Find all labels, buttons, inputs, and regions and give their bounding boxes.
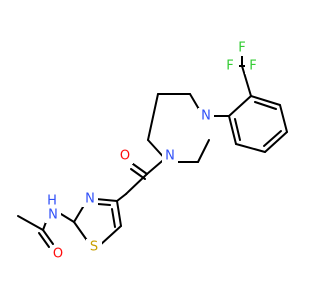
bond-benz-5	[228, 115, 237, 145]
bond-carbonyl-o1	[132, 163, 148, 175]
amide-hydrogen-label: H	[47, 194, 57, 209]
bond-cf3-ring	[241, 65, 252, 97]
bond-acyl-methyl	[17, 215, 44, 231]
bond-thz-1	[95, 198, 118, 202]
bond-pip-3	[147, 93, 159, 141]
bond-benz-d2	[263, 130, 282, 147]
thiazole-nitrogen-label: N	[85, 192, 95, 207]
bond-acyl-o2	[38, 232, 50, 248]
thiazole-sulfur-label: S	[90, 240, 98, 255]
bond-benz-4	[235, 143, 266, 153]
bond-thz-d2	[111, 208, 116, 228]
amide-nitrogen-label: N	[48, 208, 58, 223]
bond-benz-d3	[234, 118, 241, 141]
fluorine-label: F	[249, 59, 256, 74]
bond-carbonyl-ch2	[125, 173, 148, 195]
bond-benz-2	[279, 104, 288, 133]
molecule-structure: F F F N N O N S H N O	[17, 40, 288, 262]
bond-benz-1	[250, 95, 281, 106]
bond-pip-6	[197, 139, 210, 163]
bond-benz-d1	[254, 101, 277, 110]
bond-benz-3	[264, 131, 288, 153]
bond-thz-5	[116, 200, 122, 227]
piperazine-nitrogen-label: N	[165, 149, 175, 164]
bond-thz-4	[98, 225, 122, 247]
bond-thz-d1	[97, 203, 111, 206]
piperazine-nitrogen-label: N	[201, 109, 211, 124]
atom-labels: F F F N N O N S H N O	[44, 40, 261, 262]
amide-oxygen-label: O	[53, 247, 63, 262]
bond-thz-nh	[60, 213, 75, 223]
bond-benz-6	[228, 95, 252, 117]
ketone-oxygen-label: O	[120, 149, 130, 164]
bond-ch2-thiazole	[116, 193, 127, 202]
fluorine-label: F	[238, 41, 245, 56]
fluorine-label: F	[226, 59, 233, 74]
bond-acyl-o1	[42, 229, 54, 245]
